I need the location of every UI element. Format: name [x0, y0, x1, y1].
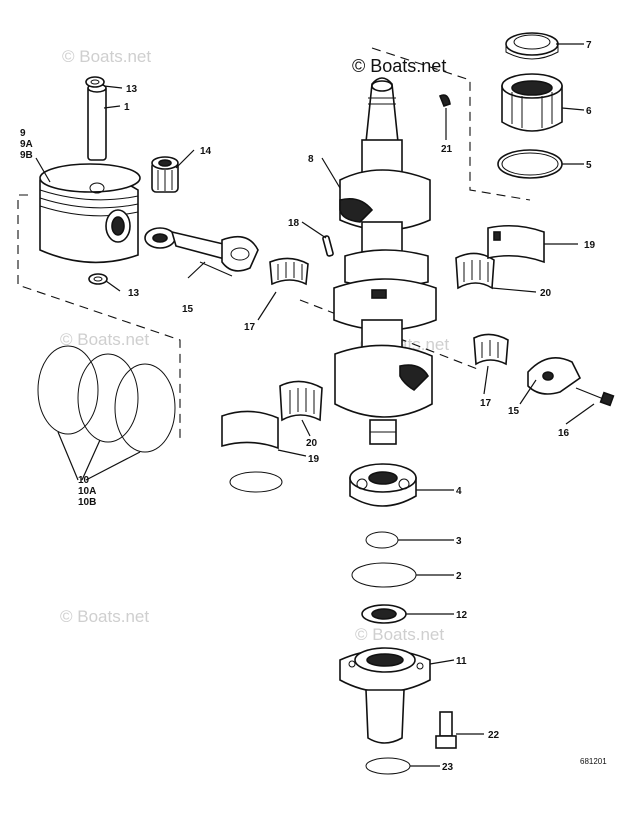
retaining-ring [229, 471, 283, 493]
label-15-right: 15 [508, 406, 520, 417]
piston-group-bracket [17, 194, 181, 440]
label-9a: 9A [20, 139, 33, 150]
label-10: 10 [78, 475, 90, 486]
label-5: 5 [586, 160, 592, 171]
label-9: 9 [20, 128, 26, 139]
label-13-bottom: 13 [128, 288, 140, 299]
crankshaft [333, 77, 437, 445]
label-19-left: 19 [308, 454, 320, 465]
leader-lines [35, 43, 595, 767]
crankshaft-key [438, 94, 451, 107]
watermark-bottom-left: © Boats.net [60, 607, 149, 626]
label-6: 6 [586, 106, 592, 117]
connecting-rod [144, 227, 259, 277]
main-bearing-left [279, 380, 323, 422]
lower-oil-seal [361, 604, 407, 624]
housing-screw [435, 711, 457, 749]
drawing-code: 681201 [580, 757, 607, 766]
wrist-pin-bearing [151, 156, 179, 193]
label-20-right: 20 [540, 288, 552, 299]
piston [39, 163, 141, 264]
o-ring-top [497, 149, 563, 179]
label-2: 2 [456, 571, 462, 582]
watermark-top-left: © Boats.net [62, 47, 151, 66]
o-ring-middle [351, 562, 417, 588]
label-13-top: 13 [126, 84, 138, 95]
label-20-left: 20 [306, 438, 318, 449]
bearing-cage-upper [487, 224, 545, 264]
label-1: 1 [124, 102, 130, 113]
wrist-pin [87, 83, 107, 161]
o-ring-bottom [365, 757, 411, 775]
dowel-pin [322, 235, 334, 257]
label-18: 18 [288, 218, 300, 229]
bearing-cage-lower [221, 410, 279, 450]
label-17-left: 17 [244, 322, 256, 333]
rod-bearing-upper [269, 257, 309, 286]
label-22: 22 [488, 730, 500, 741]
oil-seal-top [505, 32, 559, 60]
label-19-right: 19 [584, 240, 596, 251]
label-15-left: 15 [182, 304, 194, 315]
watermark-mid-left: © Boats.net [60, 330, 149, 349]
label-10b: 10B [78, 497, 96, 508]
label-3: 3 [456, 536, 462, 547]
pin-retainer-top [85, 76, 105, 88]
label-12: 12 [456, 610, 468, 621]
label-14: 14 [200, 146, 212, 157]
crankshaft-top-bracket [371, 47, 531, 201]
ball-bearing [349, 463, 417, 507]
label-23: 23 [442, 762, 454, 773]
label-10a: 10A [78, 486, 96, 497]
lower-bearing-housing [339, 647, 431, 744]
upper-main-bearing [501, 73, 563, 132]
rod-bearing-lower [473, 333, 509, 366]
pin-retainer-bottom [88, 273, 108, 285]
label-7: 7 [586, 40, 592, 51]
rod-cap [527, 356, 582, 395]
label-21: 21 [441, 144, 453, 155]
rod-bolt [575, 387, 615, 407]
label-16: 16 [558, 428, 570, 439]
label-8: 8 [308, 154, 314, 165]
watermark-bottom-right: © Boats.net [355, 625, 444, 644]
label-17-right: 17 [480, 398, 492, 409]
label-11: 11 [456, 656, 467, 667]
watermark-crankshaft: © Boats.net [352, 56, 446, 76]
piston-rings [37, 345, 176, 453]
label-9b: 9B [20, 150, 33, 161]
snap-ring [365, 531, 399, 549]
label-4: 4 [456, 486, 462, 497]
